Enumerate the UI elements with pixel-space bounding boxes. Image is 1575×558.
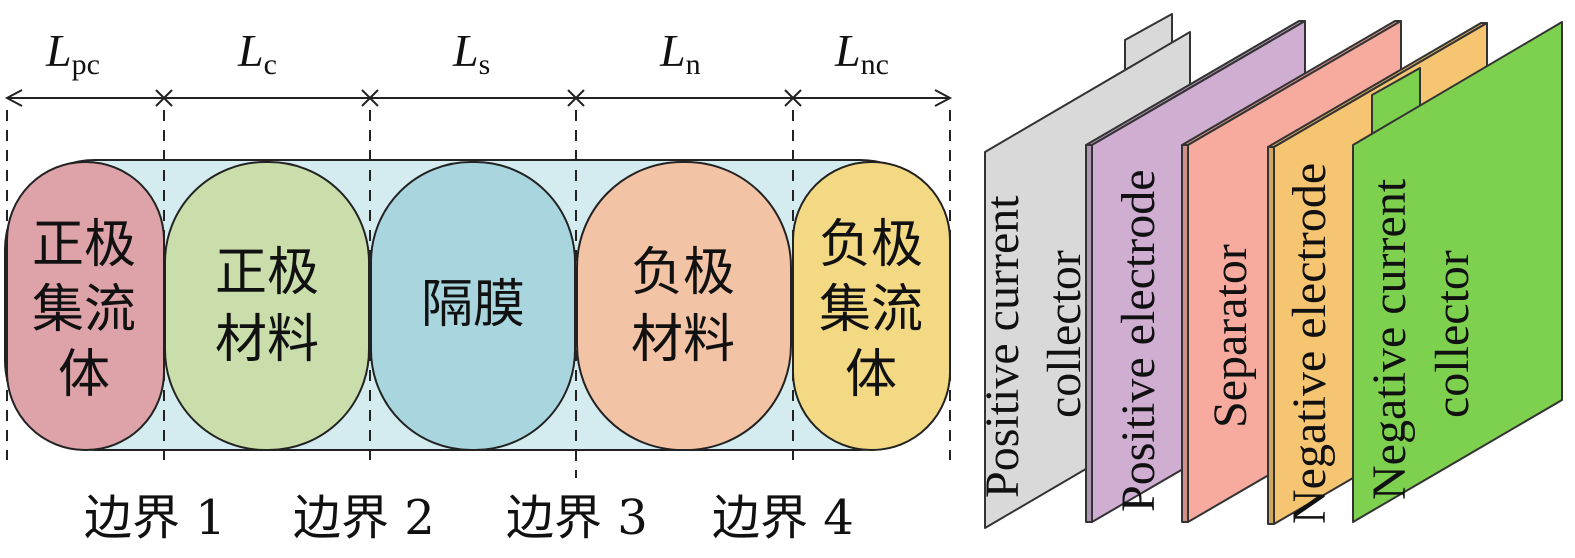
region-negative-current-collector [792, 161, 951, 451]
cross-section-diagram: Lpc Lc Ls Ln Lnc 正极 集流 体 正极 材料 隔膜 负极 材料 … [4, 25, 953, 546]
cross-mark-icon [155, 89, 173, 107]
region-1-line1: 正极 [215, 243, 319, 303]
boundary-dashed-lines [6, 110, 951, 478]
layer-label-0-line2: collector [1038, 250, 1091, 418]
layer-label-4-line2: collector [1426, 250, 1479, 418]
dim-label-pc: Lpc [45, 25, 100, 81]
layer-label-0-line1: Positive current [976, 195, 1029, 498]
boundary-label-2: 边界 2 [293, 490, 435, 546]
layer-label-4-line1: Negative current [1363, 178, 1416, 500]
region-0-line3: 体 [58, 345, 110, 405]
layer-labels: Positive current collector Positive elec… [976, 163, 1479, 524]
dim-label-nc: Lnc [834, 25, 889, 81]
region-0-line2: 集流 [32, 280, 136, 340]
cross-mark-icon [784, 89, 802, 107]
right-arrow-icon [934, 89, 953, 107]
layer-negative-current-collector [1352, 21, 1563, 523]
region-3-line1: 负极 [631, 243, 735, 303]
region-4-line1: 负极 [819, 215, 923, 275]
boundary-label-4: 边界 4 [712, 490, 854, 546]
boundary-label-1: 边界 1 [84, 490, 226, 546]
boundary-label-3: 边界 3 [506, 490, 648, 546]
dim-label-c: Lc [237, 25, 277, 81]
region-4-line3: 体 [845, 345, 897, 405]
cross-mark-icon [567, 89, 585, 107]
layer-face-4 [1352, 21, 1563, 523]
left-arrow-icon [4, 89, 23, 107]
region-negative-material [576, 161, 792, 451]
dimension-line [4, 89, 953, 107]
dim-label-s: Ls [452, 25, 490, 81]
region-positive-material [164, 161, 370, 451]
region-2-line1: 隔膜 [421, 275, 525, 335]
cross-mark-icon [361, 89, 379, 107]
region-3-line2: 材料 [631, 310, 735, 370]
layer-label-1: Positive electrode [1112, 169, 1165, 512]
layer-stack-diagram [984, 13, 1563, 529]
layer-label-2: Separator [1204, 244, 1257, 428]
layer-label-3: Negative electrode [1283, 163, 1336, 524]
region-0-line1: 正极 [32, 215, 136, 275]
region-4-line2: 集流 [819, 280, 923, 340]
region-1-line2: 材料 [215, 310, 319, 370]
region-separator [370, 161, 576, 451]
dim-label-n: Ln [659, 25, 701, 81]
